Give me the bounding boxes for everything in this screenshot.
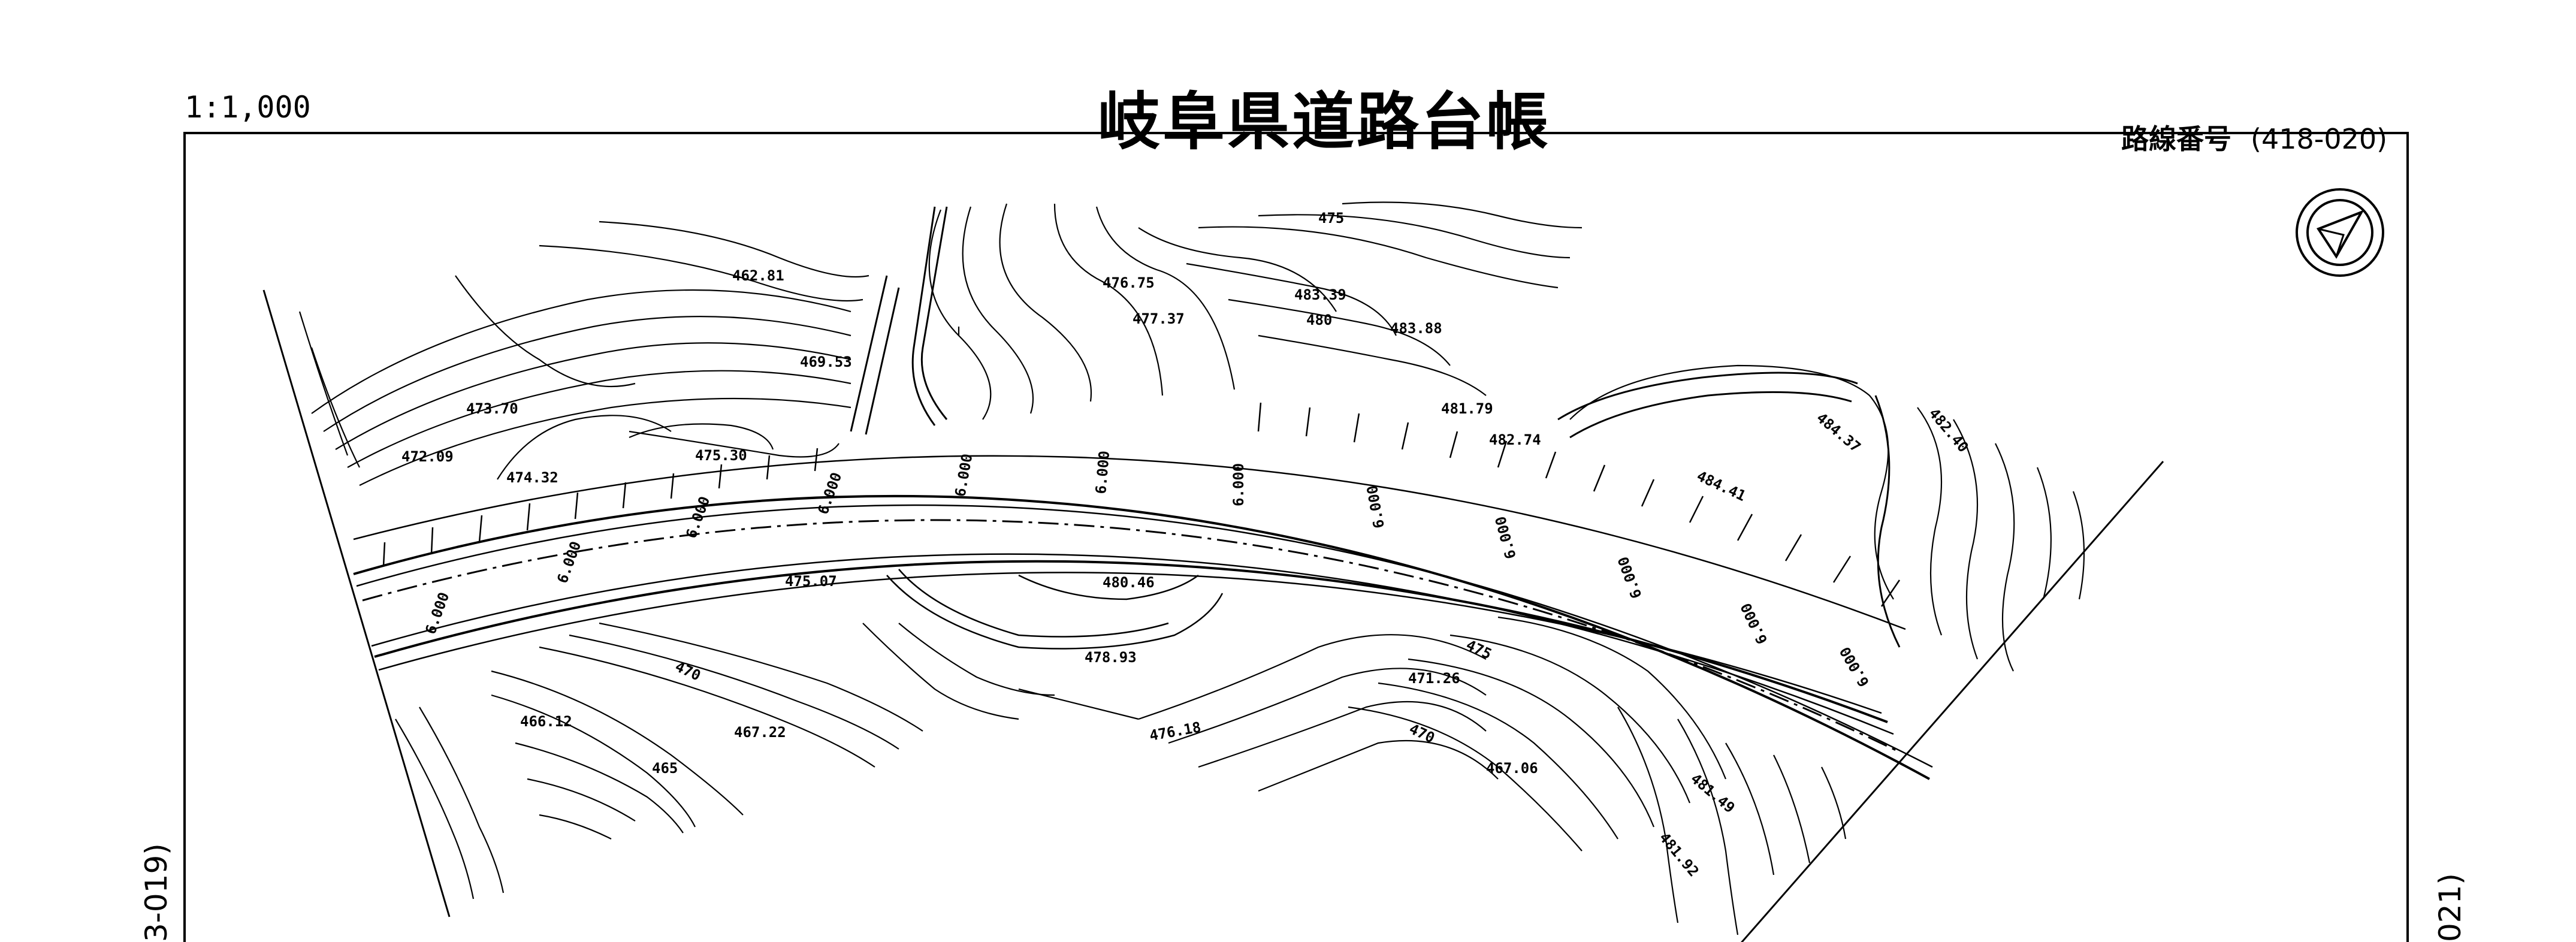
elevation-label: 482.74 (1489, 431, 1541, 448)
elevation-label: 481.92 (1656, 829, 1702, 880)
north-arrow-icon (2296, 188, 2384, 277)
elevation-label: 467.22 (734, 724, 786, 741)
elevation-label: 474.32 (506, 469, 558, 486)
elevation-label: 483.88 (1390, 320, 1442, 337)
elevation-label: 480 (1306, 312, 1332, 328)
elevation-label: 481.49 (1687, 770, 1738, 816)
elevation-label: 471.26 (1408, 670, 1460, 687)
elevation-label: 469.53 (800, 354, 852, 370)
road-width-label: 6.000 (1364, 484, 1388, 530)
contour-lines (395, 622, 1139, 899)
survey-boundary (262, 289, 2164, 942)
elevation-label: 475 (1463, 636, 1494, 663)
elevation-label: 484.41 (1694, 467, 1748, 505)
elevation-label: 476.75 (1103, 274, 1155, 291)
road-width-label: 6.000 (1092, 450, 1113, 494)
contour-lines (928, 201, 1583, 420)
elevation-label: 482.40 (1925, 405, 1971, 455)
road-width-label: 6.000 (1615, 554, 1645, 600)
elevation-label: 462.81 (732, 267, 784, 284)
route-number: 路線番号 (418-020) (2121, 117, 2387, 157)
slope-hatching (353, 402, 1906, 630)
road (353, 494, 1933, 780)
road-width-label: 6.000 (814, 470, 845, 517)
route-number-label: 路線番号 (2121, 123, 2231, 155)
elevation-label: 480.46 (1103, 574, 1155, 591)
elevation-labels: 475 462.81 476.75 483.39 477.37 480 483.… (401, 210, 1972, 880)
road-width-label: 6.000 (952, 452, 976, 498)
depression (886, 569, 1224, 650)
road-width-label: 6.000 (554, 539, 584, 585)
map-frame (183, 132, 2409, 942)
page-title: 岐阜県道路台帳 (1097, 85, 1551, 158)
road-width-label: 6.000 (1230, 463, 1247, 506)
elevation-label: 478.93 (1085, 649, 1137, 666)
elevation-label: 484.37 (1813, 409, 1864, 455)
road-width-marks: 6.000 6.000 6.000 6.000 6.000 6.000 6.00… (422, 450, 1873, 690)
elevation-label: 477.37 (1133, 310, 1185, 327)
route-number-value: (418-020) (2251, 123, 2388, 155)
road-width-label: 6.000 (1738, 600, 1771, 647)
elevation-label: 473.70 (466, 400, 518, 417)
cut-slope (1557, 372, 1901, 648)
road-width-label: 6.000 (1837, 644, 1873, 690)
side-road (850, 206, 948, 435)
elevation-label: 465 (652, 760, 678, 777)
road-width-label: 6.000 (422, 590, 452, 636)
contour-lines (298, 221, 869, 486)
elevation-label: 481.79 (1441, 400, 1493, 417)
elevation-label: 472.09 (401, 448, 454, 465)
elevation-label: 475.07 (785, 573, 837, 590)
contour-lines (1138, 616, 1847, 935)
elevation-label: 483.39 (1294, 286, 1346, 303)
elevation-label: 475.30 (695, 447, 747, 464)
road-width-label: 6.000 (1492, 515, 1520, 561)
elevation-label: 470 (672, 658, 703, 684)
map-scale: 1:1,000 (185, 90, 311, 125)
elevation-label: 466.12 (520, 713, 572, 730)
elevation-label: 467.06 (1486, 760, 1538, 777)
elevation-label: 475 (1318, 210, 1344, 227)
